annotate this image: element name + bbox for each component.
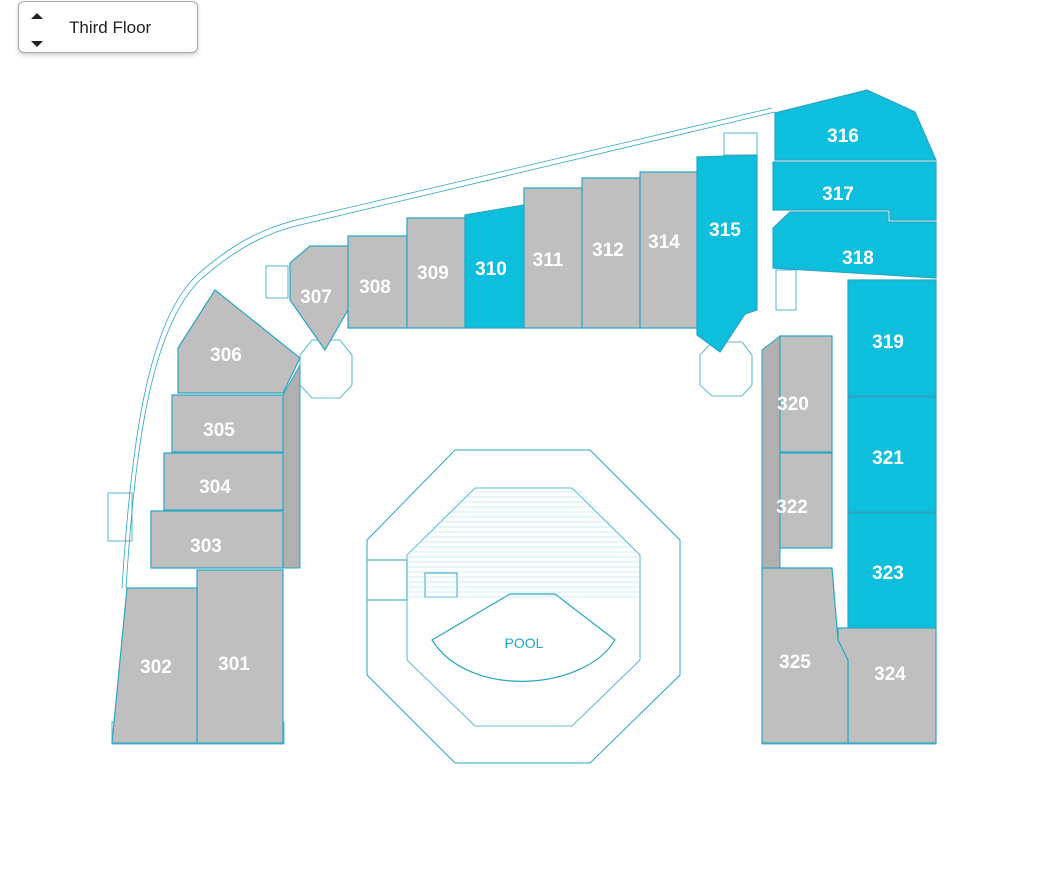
unit-323[interactable] xyxy=(847,512,937,629)
unit-308[interactable] xyxy=(347,235,408,329)
unit-315[interactable] xyxy=(696,154,758,353)
unit-318[interactable] xyxy=(772,211,937,279)
caret-up-icon[interactable] xyxy=(31,13,43,19)
unit-320[interactable] xyxy=(779,335,833,453)
unit-310[interactable] xyxy=(464,204,525,329)
unit-314[interactable] xyxy=(639,171,698,329)
corridor-shading xyxy=(761,334,781,569)
floor-selector[interactable]: Third Floor xyxy=(18,1,198,53)
unit-324[interactable] xyxy=(837,627,937,744)
unit-301[interactable] xyxy=(196,569,284,744)
unit-317[interactable] xyxy=(772,161,937,221)
unit-312[interactable] xyxy=(581,177,641,329)
unit-305[interactable] xyxy=(171,394,284,453)
floor-selector-value: Third Floor xyxy=(69,18,152,37)
pool-deck-lines xyxy=(407,491,640,598)
unit-319[interactable] xyxy=(847,279,937,397)
caret-down-icon[interactable] xyxy=(31,41,43,47)
unit-303[interactable] xyxy=(150,510,284,569)
unit-325[interactable] xyxy=(761,567,849,744)
unit-306[interactable] xyxy=(177,289,301,394)
unit-302[interactable] xyxy=(111,587,198,744)
corridor-shading xyxy=(282,363,301,569)
unit-316[interactable] xyxy=(774,89,937,161)
pool-area xyxy=(366,449,681,764)
unit-307[interactable] xyxy=(289,245,349,352)
unit-304[interactable] xyxy=(163,452,284,511)
unit-322[interactable] xyxy=(779,452,833,549)
unit-311[interactable] xyxy=(523,187,583,329)
unit-321[interactable] xyxy=(847,396,937,513)
pool-label: POOL xyxy=(505,635,544,651)
unit-309[interactable] xyxy=(406,217,466,329)
